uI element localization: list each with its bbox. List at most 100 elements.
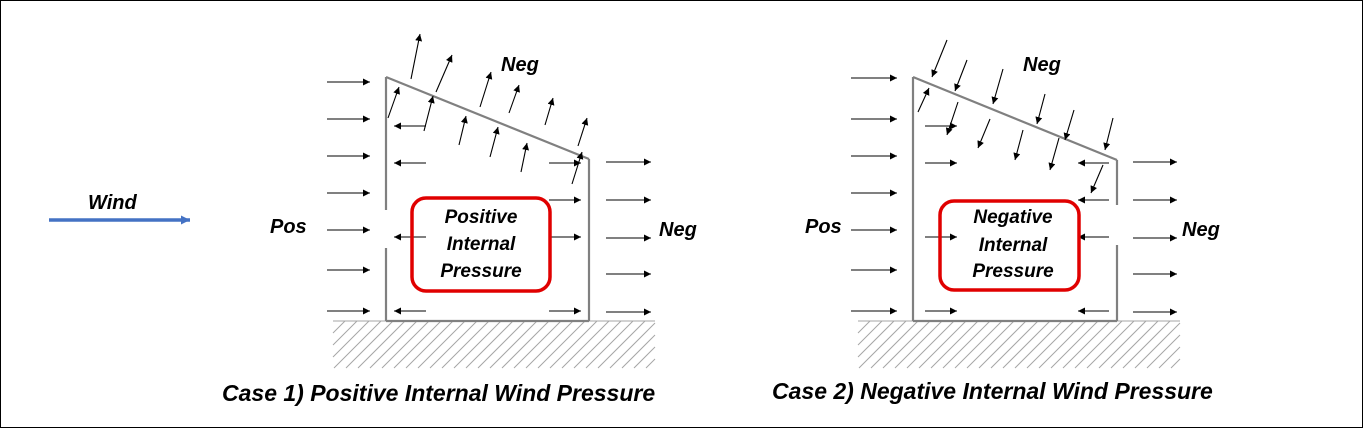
- ground-hatch-line: [1170, 358, 1181, 369]
- ground-hatch-line: [978, 320, 1027, 369]
- ground-hatch-line: [573, 320, 622, 369]
- pressure-arrow: [1103, 117, 1114, 151]
- pressure-arrow: [945, 101, 959, 136]
- ground-hatch-line: [645, 358, 656, 369]
- ground-hatch-line: [906, 320, 955, 369]
- case1-box-line2: Internal: [447, 234, 516, 255]
- ground-hatch-line: [1074, 320, 1123, 369]
- pressure-arrow: [1090, 164, 1104, 194]
- case2-leeward-label: Neg: [1182, 219, 1220, 241]
- ground-hatch-line: [441, 320, 490, 369]
- pressure-arrow: [1013, 129, 1024, 161]
- ground-hatch-line: [332, 320, 358, 346]
- ground-hatch-line: [369, 320, 418, 369]
- ground-hatch-line: [332, 320, 346, 334]
- ground-hatch-line: [894, 320, 943, 369]
- case1-pressure-arrows: [327, 33, 651, 316]
- pressure-arrow: [479, 71, 493, 108]
- case1-building-outline: [384, 75, 591, 323]
- ground-hatch-line: [1062, 320, 1111, 369]
- ground-hatch-line: [1002, 320, 1051, 369]
- ground-hatch-line: [585, 320, 634, 369]
- ground-hatch-line: [381, 320, 430, 369]
- case1-roof-label: Neg: [501, 54, 539, 76]
- ground-hatch-line: [857, 320, 871, 334]
- ground-hatch-line: [930, 320, 979, 369]
- ground-hatch-line: [393, 320, 442, 369]
- ground-hatch-line: [345, 320, 394, 369]
- ground-hatch-line: [954, 320, 1003, 369]
- ground-hatch-line: [942, 320, 991, 369]
- case1-leeward-label: Neg: [659, 219, 697, 241]
- ground-hatch-line: [857, 320, 895, 358]
- pressure-arrow: [410, 33, 423, 80]
- case2-building-outline: [911, 75, 1119, 323]
- case2-box-line1: Negative: [973, 207, 1053, 228]
- case2-roof-label: Neg: [1023, 54, 1061, 76]
- ground-hatch-line: [597, 320, 646, 369]
- case2-caption: Case 2) Negative Internal Wind Pressure: [772, 378, 1213, 404]
- pressure-arrow: [577, 117, 589, 147]
- case2-ground-hatch: [857, 320, 1181, 369]
- case1-box-line3: Pressure: [440, 261, 522, 282]
- ground-hatch-line: [489, 320, 538, 369]
- case2-box-line2: Internal: [979, 235, 1048, 256]
- ground-hatch-line: [429, 320, 478, 369]
- pressure-arrow: [387, 86, 400, 119]
- pressure-arrow: [1063, 109, 1075, 141]
- ground-hatch-line: [561, 320, 610, 369]
- pressure-arrow: [954, 59, 968, 92]
- pressure-arrow: [571, 151, 584, 185]
- ground-hatch-line: [858, 320, 907, 369]
- pressure-arrow: [917, 87, 930, 113]
- ground-hatch-line: [870, 320, 919, 369]
- ground-hatch-line: [1122, 320, 1171, 369]
- building-roof: [385, 75, 590, 161]
- case2-windward-label: Pos: [805, 216, 842, 238]
- case2-diagram: Negative Internal Pressure Neg Pos Neg C…: [772, 39, 1220, 404]
- ground-hatch-line: [417, 320, 466, 369]
- ground-hatch-line: [990, 320, 1039, 369]
- pressure-arrow: [544, 97, 555, 126]
- ground-hatch-line: [1014, 320, 1063, 369]
- ground-hatch-line: [1134, 322, 1181, 369]
- pressure-arrow: [458, 115, 468, 146]
- pressure-arrow: [520, 142, 530, 173]
- ground-hatch-line: [966, 320, 1015, 369]
- ground-hatch-line: [857, 320, 883, 346]
- pressure-arrow: [423, 95, 435, 132]
- ground-hatch-line: [918, 320, 967, 369]
- building-roof: [912, 75, 1118, 162]
- pressure-arrow: [1035, 93, 1046, 125]
- ground-hatch-line: [453, 320, 502, 369]
- pressure-arrow: [977, 118, 991, 149]
- ground-hatch-line: [465, 320, 514, 369]
- ground-hatch-line: [609, 322, 656, 369]
- ground-hatch-line: [537, 320, 586, 369]
- ground-hatch-line: [332, 320, 370, 358]
- case2-internal-pressure-box: [938, 199, 1081, 292]
- case2-pressure-arrows: [851, 39, 1177, 316]
- ground-hatch-line: [1110, 320, 1159, 369]
- pressure-arrow: [931, 39, 948, 78]
- case1-ground-hatch: [332, 320, 656, 369]
- ground-hatch-line: [477, 320, 526, 369]
- ground-hatch-line: [621, 334, 656, 369]
- case2-box-line3: Pressure: [972, 261, 1054, 282]
- case1-diagram: Positive Internal Pressure Neg Pos Neg C…: [222, 33, 697, 406]
- ground-hatch-line: [1026, 320, 1075, 369]
- ground-hatch-line: [882, 320, 931, 369]
- pressure-arrow: [489, 126, 500, 158]
- pressure-arrow: [435, 54, 453, 93]
- pressure-arrow: [508, 84, 520, 114]
- ground-hatch-line: [1050, 320, 1099, 369]
- ground-hatch-line: [405, 320, 454, 369]
- ground-hatch-line: [333, 320, 382, 369]
- case1-windward-label: Pos: [270, 216, 307, 238]
- ground-hatch-line: [1086, 320, 1135, 369]
- pressure-arrow: [991, 68, 1004, 105]
- wind-label: Wind: [88, 192, 137, 214]
- ground-hatch-line: [1098, 320, 1147, 369]
